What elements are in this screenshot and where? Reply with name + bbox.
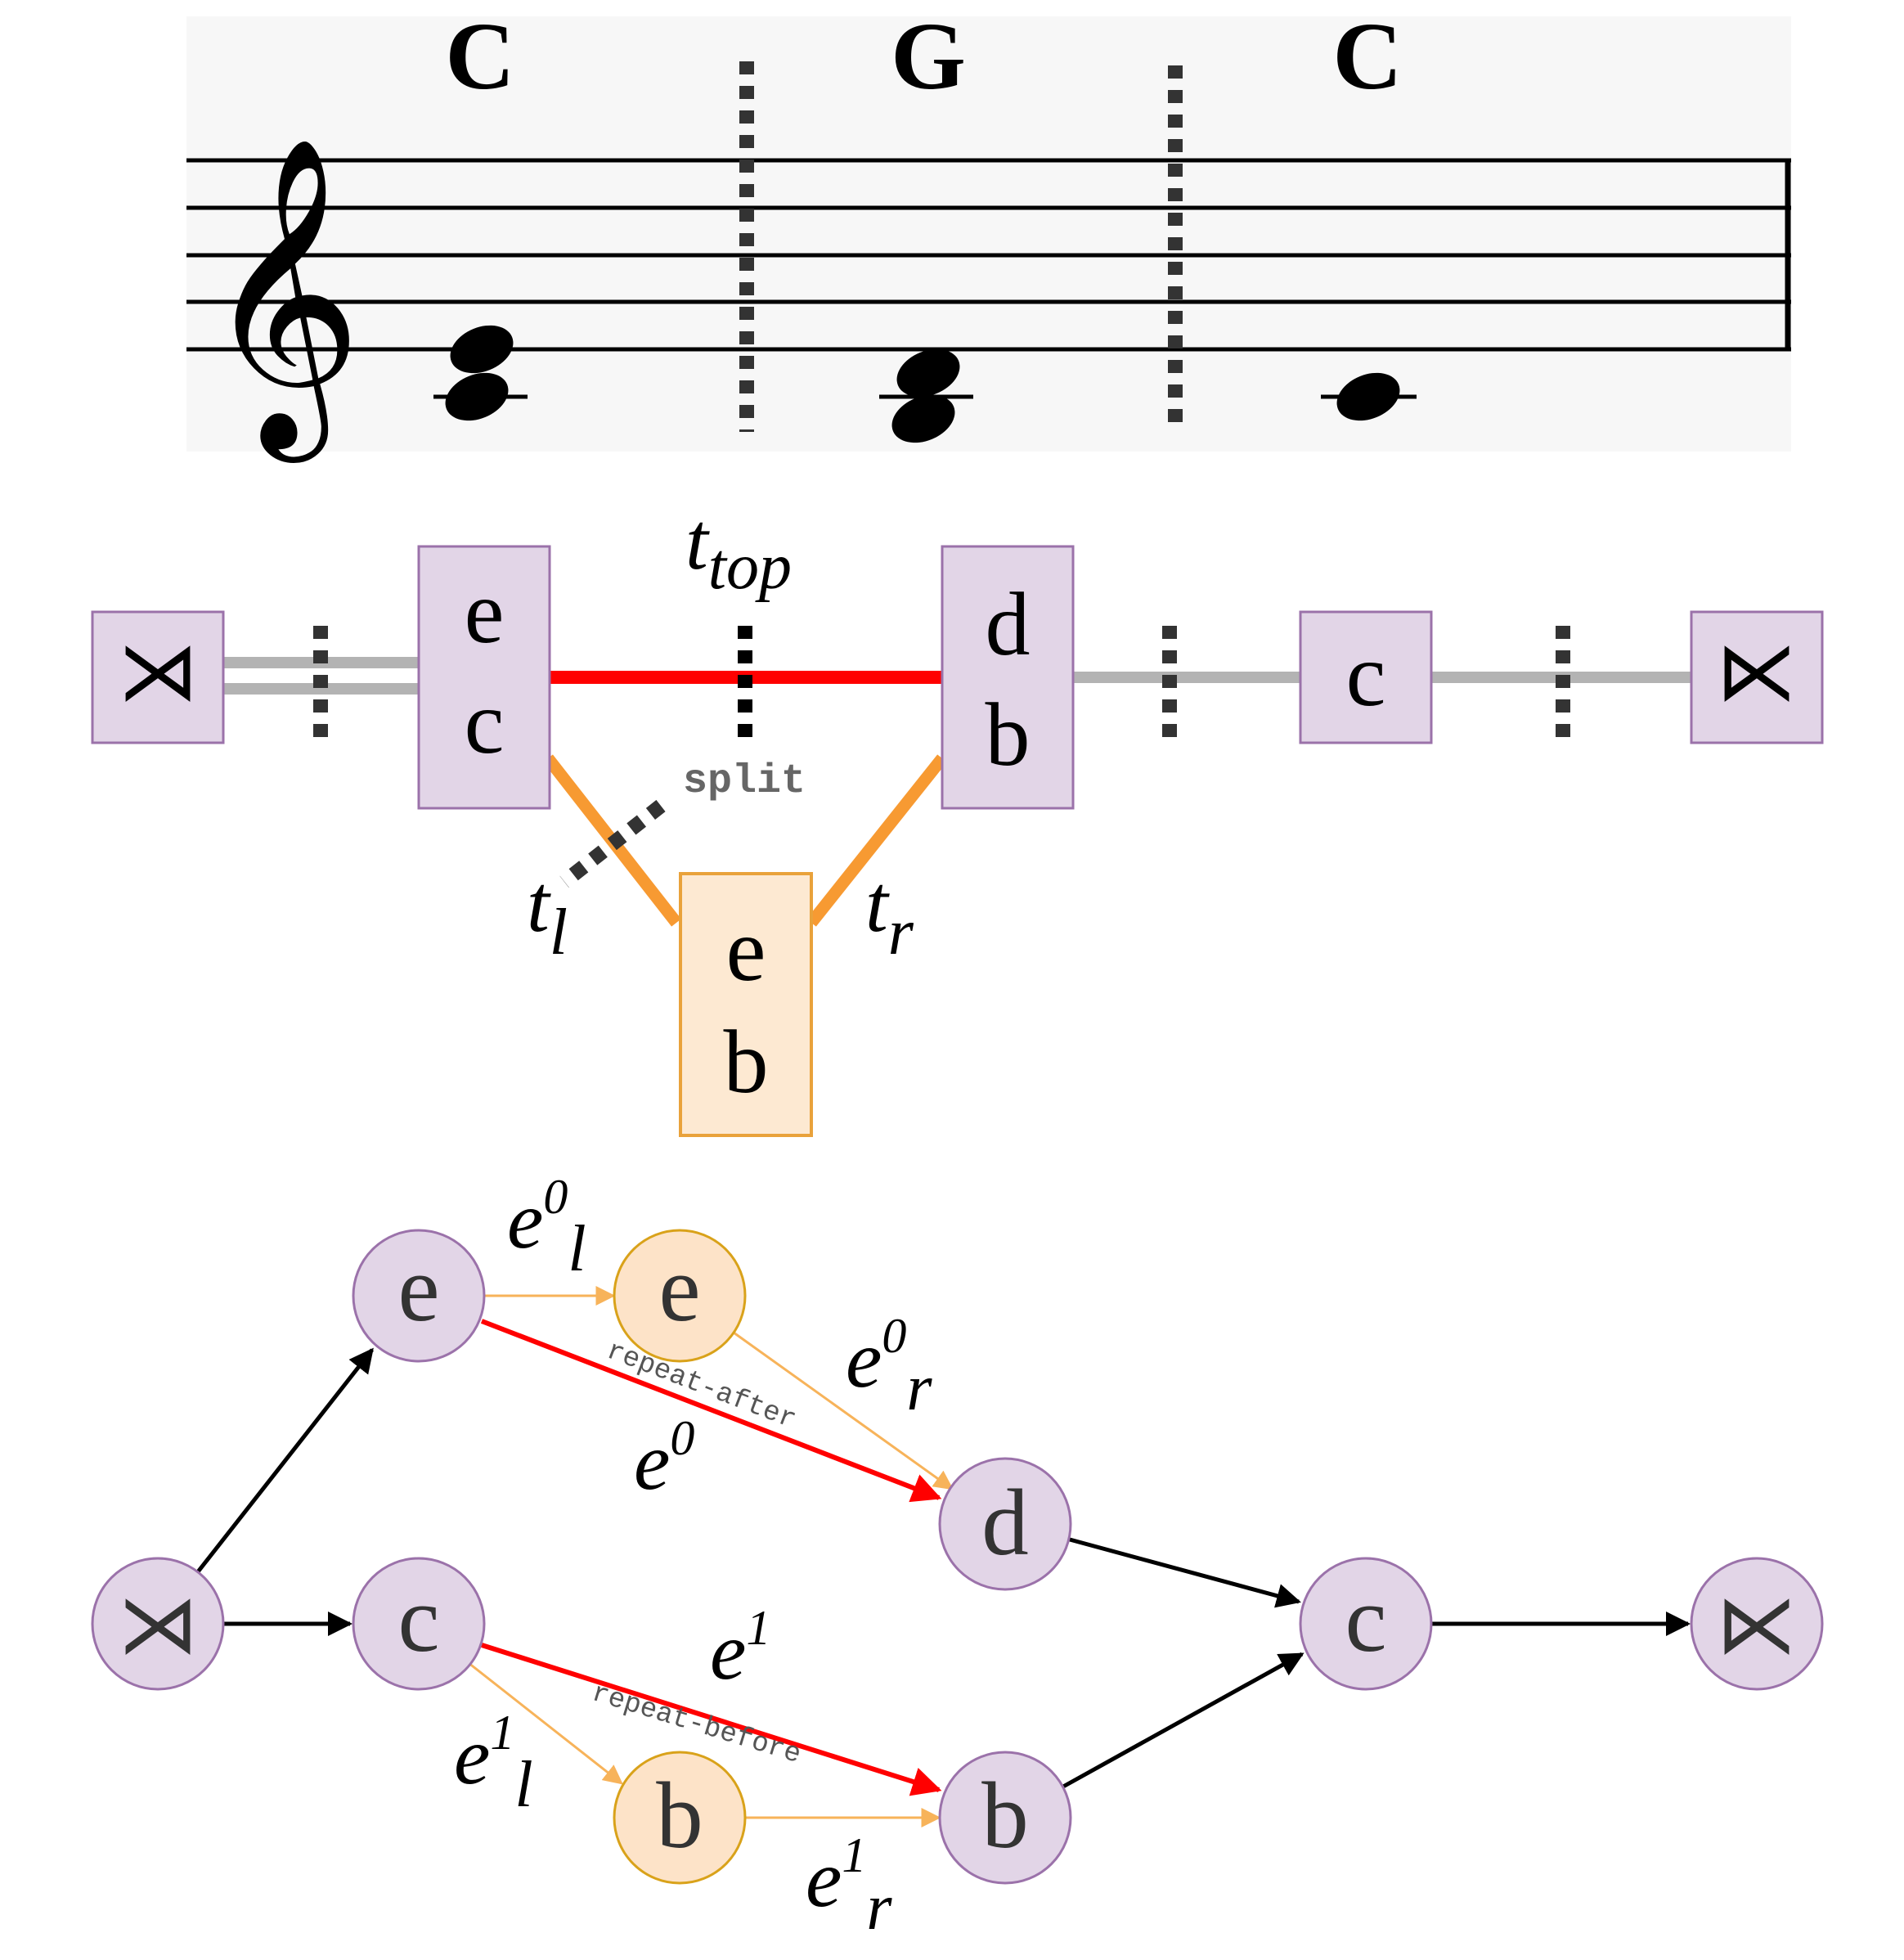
slice-start-symbol: ⋊ xyxy=(117,627,199,717)
note-node-b-label: b xyxy=(981,1764,1029,1868)
label-t-right: tr xyxy=(865,858,914,969)
edge-e1-l xyxy=(468,1661,623,1785)
label-e0-l: e0l xyxy=(507,1170,586,1285)
note-chord-2 xyxy=(879,348,973,443)
note-node-e-top-label: e xyxy=(397,1237,439,1341)
split-divider xyxy=(559,799,666,888)
slice-node-new-note-bottom: b xyxy=(724,1012,769,1112)
slice-node-1 xyxy=(417,545,551,810)
slice-node-new xyxy=(679,872,813,1137)
note-end-symbol: ⋉ xyxy=(1716,1580,1798,1670)
slice-node-3 xyxy=(1299,610,1433,744)
note-start-symbol: ⋊ xyxy=(117,1580,199,1670)
label-t-top: ttop xyxy=(685,496,792,603)
edge-e0-r xyxy=(733,1331,954,1490)
edge-d-c xyxy=(1069,1537,1301,1608)
note-chord-3 xyxy=(1321,372,1417,421)
slice-node-2-note-top: d xyxy=(986,574,1031,674)
note-end-node xyxy=(1690,1557,1824,1691)
slice-end-node xyxy=(1690,610,1824,744)
slice-node-1-note-bottom: c xyxy=(465,672,505,772)
note-node-b-new xyxy=(613,1751,747,1885)
note-node-e-top xyxy=(352,1229,486,1363)
slice-start-node xyxy=(91,610,225,744)
note-node-d-label: d xyxy=(981,1471,1029,1575)
slice-node-3-note: c xyxy=(1346,625,1386,725)
note-node-b-new-label: b xyxy=(656,1764,703,1868)
label-e1-l: e1l xyxy=(454,1706,533,1821)
note-node-c-mid-label: c xyxy=(397,1567,439,1671)
label-t-left: tl xyxy=(527,858,568,969)
note-start-node xyxy=(91,1557,225,1691)
label-e1-r: e1r xyxy=(806,1828,892,1944)
label-e0: e0 xyxy=(634,1411,694,1507)
score-background xyxy=(186,16,1791,452)
slice-node-new-note-top: e xyxy=(726,900,766,1000)
slice-node-1-note-top: e xyxy=(465,562,505,662)
treble-clef-icon: 𝄞 xyxy=(203,134,362,465)
slice-node-2 xyxy=(941,545,1075,810)
edge-start-e xyxy=(195,1347,374,1576)
note-graph: ⋊ e c e b d b c ⋉ e0l e0r e0 e1 e1l e1r … xyxy=(91,1170,1824,1944)
edge-t-right xyxy=(806,754,947,927)
note-node-c-mid xyxy=(352,1557,486,1691)
edge-b-c xyxy=(1062,1652,1305,1789)
label-e1: e1 xyxy=(710,1601,770,1697)
chord-symbol-1: C xyxy=(445,2,514,110)
label-e0-r: e0r xyxy=(846,1309,932,1424)
note-chord-1 xyxy=(433,325,528,421)
slice-graph: ⋊ e c d b c ⋉ e b ttop tl tr split xyxy=(91,496,1824,1137)
slice-node-2-note-bottom: b xyxy=(986,685,1031,784)
note-node-e-new xyxy=(613,1229,747,1363)
note-node-e-new-label: e xyxy=(658,1237,700,1341)
edge-e0 xyxy=(480,1319,942,1503)
music-score: 𝄞 C G C xyxy=(186,2,1791,465)
note-node-c-right-label: c xyxy=(1345,1567,1386,1671)
edge-e1 xyxy=(481,1643,942,1796)
slice-end-symbol: ⋉ xyxy=(1716,627,1798,717)
label-split: split xyxy=(683,758,806,805)
note-node-c-right xyxy=(1299,1557,1433,1691)
note-node-b xyxy=(938,1751,1072,1885)
chord-symbol-2: G xyxy=(891,2,966,110)
chord-symbol-3: C xyxy=(1332,2,1402,110)
note-node-d xyxy=(938,1457,1072,1591)
